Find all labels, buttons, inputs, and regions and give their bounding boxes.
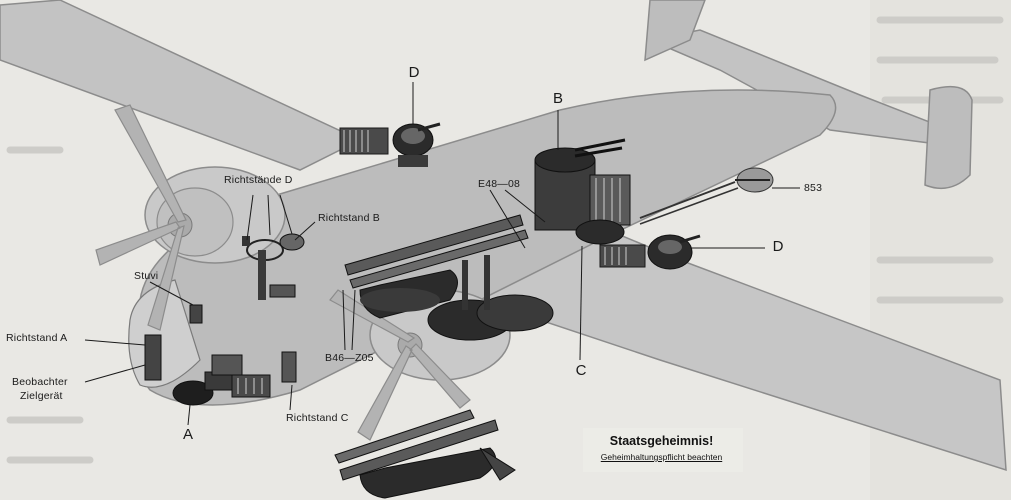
label-richtstand-a: Richtstand A <box>6 332 68 344</box>
nose-station-a <box>144 304 297 406</box>
right-propeller <box>329 289 471 441</box>
label-d-right: D <box>772 238 784 255</box>
airframe <box>0 0 1007 472</box>
stamp-background <box>583 428 743 472</box>
label-853: 853 <box>804 182 823 194</box>
leader-lines <box>84 82 800 426</box>
label-b46-z05: B46—Z05 <box>325 352 374 364</box>
left-propeller <box>95 104 187 331</box>
label-richtstand-b: Richtstand B <box>318 212 380 224</box>
lower-gondola <box>427 255 554 341</box>
label-stuvi: Stuvi <box>134 270 159 282</box>
label-c: C <box>575 362 587 379</box>
right-fin <box>924 85 973 190</box>
turret-d-top <box>339 122 441 167</box>
label-a: A <box>182 426 194 443</box>
label-richtstaende-d: Richtstände D <box>224 174 293 186</box>
lower-exploded-cannon <box>334 409 516 499</box>
far-wing <box>0 0 362 171</box>
label-beobachter: Beobachter <box>12 376 68 388</box>
label-richtstand-c: Richtstand C <box>286 412 349 424</box>
label-b-top: B <box>552 90 564 107</box>
label-e48-08: E48—08 <box>478 178 521 190</box>
sighting-stations <box>242 233 305 300</box>
turret-b <box>534 138 631 245</box>
stamp-subtitle: Geheimhaltungspflicht beachten <box>600 452 723 462</box>
tail-gun <box>639 167 774 225</box>
left-fin <box>644 0 706 62</box>
center-cannons <box>344 214 529 319</box>
turret-d-right <box>599 234 701 270</box>
stamp-title: Staatsgeheimnis! <box>609 434 714 448</box>
label-zielgeraet: Zielgerät <box>20 390 63 402</box>
label-d-top: D <box>408 64 420 81</box>
secrecy-stamp: Staatsgeheimnis! Geheimhaltungspflicht b… <box>584 434 739 462</box>
weapon-stations <box>144 122 774 499</box>
